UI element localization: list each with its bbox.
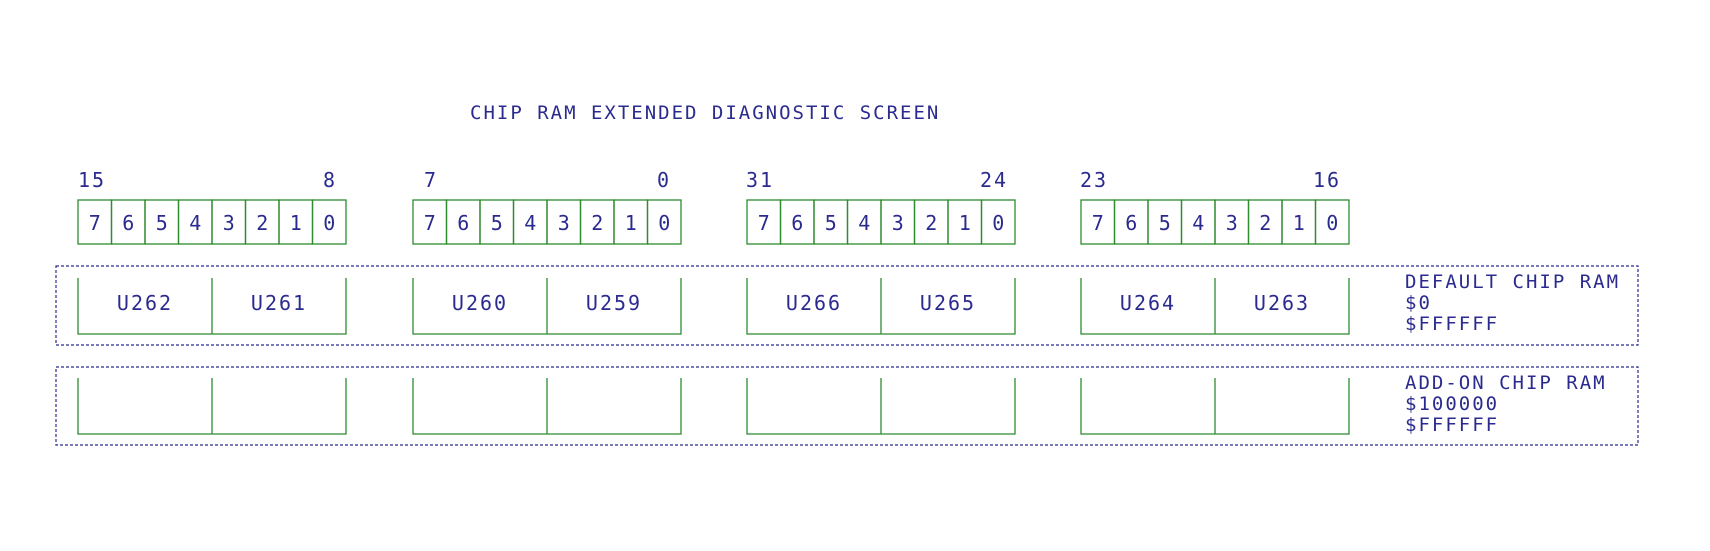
byte-2-high-bit: 7 [424, 168, 438, 192]
bit-cell-label: 6 [1125, 211, 1137, 235]
byte-4-high-bit: 23 [1080, 168, 1108, 192]
bit-cell-label: 1 [290, 211, 302, 235]
addon-byte-1 [77, 378, 347, 435]
default-chip-label: U266 [786, 291, 842, 315]
addon-chip-ram-start: $100000 [1405, 393, 1499, 415]
default-chip-ram-label: DEFAULT CHIP RAM [1405, 271, 1620, 293]
bit-cell-label: 6 [122, 211, 134, 235]
bit-cell-label: 0 [658, 211, 670, 235]
byte-3-low-bit: 24 [980, 168, 1008, 192]
default-byte-4: U264 U263 [1080, 278, 1350, 335]
default-chip-label: U264 [1120, 291, 1176, 315]
addon-byte-3 [746, 378, 1016, 435]
addon-chip-ram-label: ADD-ON CHIP RAM [1405, 372, 1607, 394]
bit-cell-label: 6 [791, 211, 803, 235]
bit-cell-label: 0 [1326, 211, 1338, 235]
default-byte-2: U260 U259 [412, 278, 682, 335]
bit-cell [311, 199, 347, 245]
bit-cell [1314, 199, 1350, 245]
byte-4-low-bit: 16 [1313, 168, 1341, 192]
bit-cell [980, 199, 1016, 245]
bit-cell-label: 5 [825, 211, 837, 235]
default-chip-label: U262 [117, 291, 173, 315]
bit-cell-label: 5 [491, 211, 503, 235]
bit-cell-label: 4 [858, 211, 870, 235]
bit-cell-label: 4 [524, 211, 536, 235]
bit-cell-label: 5 [156, 211, 168, 235]
addon-byte-4 [1080, 378, 1350, 435]
default-byte-1: U262 U261 [77, 278, 347, 335]
default-byte-3: U266 U265 [746, 278, 1016, 335]
bit-cell-label: 3 [223, 211, 235, 235]
default-chip-row: U262 U261 U260 U259 U266 U265 U264 U263 [77, 278, 1350, 335]
bit-cell-label: 7 [424, 211, 436, 235]
byte-2-low-bit: 0 [657, 168, 671, 192]
addon-chip-ram-end: $FFFFFF [1405, 414, 1499, 436]
bit-cell-label: 6 [457, 211, 469, 235]
default-chip-label: U260 [452, 291, 508, 315]
addon-byte-2 [412, 378, 682, 435]
bit-cell-label: 5 [1159, 211, 1171, 235]
default-chip-label: U263 [1254, 291, 1310, 315]
byte-3-high-bit: 31 [746, 168, 774, 192]
bit-cell-label: 3 [558, 211, 570, 235]
bit-cell-label: 2 [591, 211, 603, 235]
byte-1-high-bit: 15 [78, 168, 106, 192]
default-chip-ram-start: $0 [1405, 292, 1432, 314]
default-chip-label: U261 [251, 291, 307, 315]
bit-cell-label: 0 [323, 211, 335, 235]
bit-cell-label: 3 [1226, 211, 1238, 235]
bit-cell-label: 4 [1192, 211, 1204, 235]
bit-cell-label: 3 [892, 211, 904, 235]
bit-cell-label: 2 [1259, 211, 1271, 235]
default-chip-ram-frame [55, 265, 1639, 346]
bit-cell-label: 7 [1092, 211, 1104, 235]
bit-cell-label: 2 [256, 211, 268, 235]
screen-title: CHIP RAM EXTENDED DIAGNOSTIC SCREEN [470, 102, 940, 124]
bit-cell-label: 7 [758, 211, 770, 235]
bit-cell-label: 1 [959, 211, 971, 235]
bit-cell-label: 2 [925, 211, 937, 235]
default-chip-label: U259 [586, 291, 642, 315]
bit-cell-label: 4 [189, 211, 201, 235]
byte-1-low-bit: 8 [323, 168, 337, 192]
addon-chip-ram-frame [55, 366, 1639, 446]
default-chip-ram-end: $FFFFFF [1405, 313, 1499, 335]
addon-chip-row [77, 378, 1350, 435]
bit-cell-label: 1 [1293, 211, 1305, 235]
bit-cell-label: 7 [89, 211, 101, 235]
default-chip-label: U265 [920, 291, 976, 315]
bit-cell-label: 0 [992, 211, 1004, 235]
bit-cell-label: 1 [625, 211, 637, 235]
bit-cell [646, 199, 682, 245]
